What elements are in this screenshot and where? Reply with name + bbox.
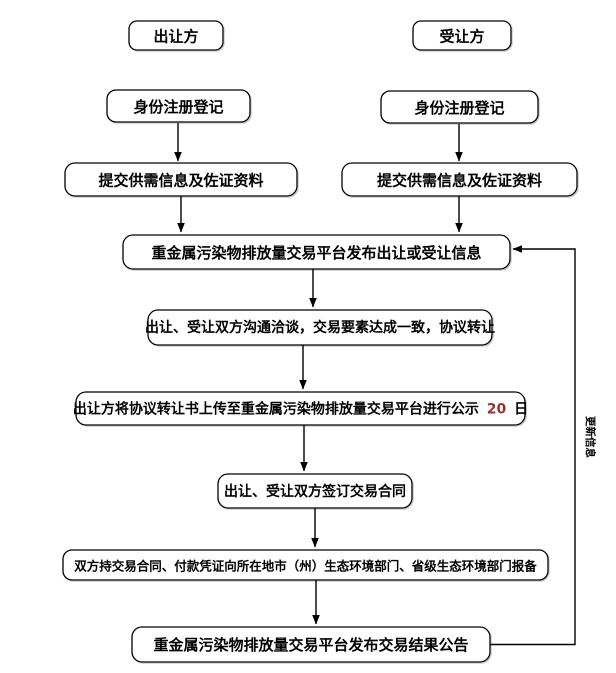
node-upload-publicity: 出让方将协议转让书上传至重金属污染物排放量交易平台进行公示 20 日 [73, 391, 528, 426]
upload-publicity-label: 出让方将协议转让书上传至重金属污染物排放量交易平台进行公示 20 日 [73, 401, 528, 418]
register-transferee-label: 身份注册登记 [414, 99, 504, 117]
node-transferor: 出让方 [128, 20, 224, 51]
node-submit-info-transferor: 提交供需信息及佐证资料 [64, 162, 298, 197]
publicity-days-highlight: 20 [487, 402, 507, 418]
report-authorities-label: 双方持交易合同、付款凭证向所在地市（州）生态环境部门、省级生态环境部门报备 [73, 559, 537, 574]
upload-publicity-suffix: 日 [514, 402, 528, 418]
node-negotiate-agreement: 出让、受让双方沟通洽谈，交易要素达成一致，协议转让 [145, 309, 495, 346]
feedback-label: 更新信息 [584, 416, 597, 458]
platform-publish-result-label: 重金属污染物排放量交易平台发布交易结果公告 [153, 636, 468, 654]
feedback-connector [490, 245, 576, 646]
submit-info-transferor-label: 提交供需信息及佐证资料 [98, 172, 263, 190]
node-register-transferee: 身份注册登记 [380, 90, 539, 124]
register-transferee-box [380, 90, 539, 124]
platform-publish-info-label: 重金属污染物排放量交易平台发布出让或受让信息 [151, 244, 481, 262]
node-sign-contract: 出让、受让双方签订交易合同 [217, 473, 413, 509]
node-report-authorities: 双方持交易合同、付款凭证向所在地市（州）生态环境部门、省级生态环境部门报备 [62, 549, 549, 581]
upload-publicity-box [75, 391, 526, 426]
transferee-label: 受让方 [439, 28, 484, 46]
node-platform-publish-info: 重金属污染物排放量交易平台发布出让或受让信息 [122, 234, 511, 270]
transferor-box [128, 20, 224, 51]
register-transferor-label: 身份注册登记 [133, 98, 223, 116]
negotiate-agreement-label: 出让、受让双方沟通洽谈，交易要素达成一致，协议转让 [145, 319, 495, 336]
platform-publish-info-box [122, 234, 511, 270]
register-transferor-box [106, 89, 251, 123]
node-submit-info-transferee: 提交供需信息及佐证资料 [341, 162, 578, 197]
upload-publicity-text: 出让方将协议转让书上传至重金属污染物排放量交易平台进行公示 [73, 401, 479, 418]
node-platform-publish-result: 重金属污染物排放量交易平台发布交易结果公告 [131, 626, 491, 663]
sign-contract-label: 出让、受让双方签订交易合同 [224, 483, 406, 500]
transferee-box [412, 20, 512, 51]
node-transferee: 受让方 [412, 20, 512, 51]
transferor-label: 出让方 [153, 28, 198, 46]
negotiate-agreement-box [147, 309, 493, 346]
report-authorities-box [62, 549, 549, 581]
submit-info-transferee-label: 提交供需信息及佐证资料 [377, 172, 542, 190]
node-register-transferor: 身份注册登记 [106, 89, 251, 123]
